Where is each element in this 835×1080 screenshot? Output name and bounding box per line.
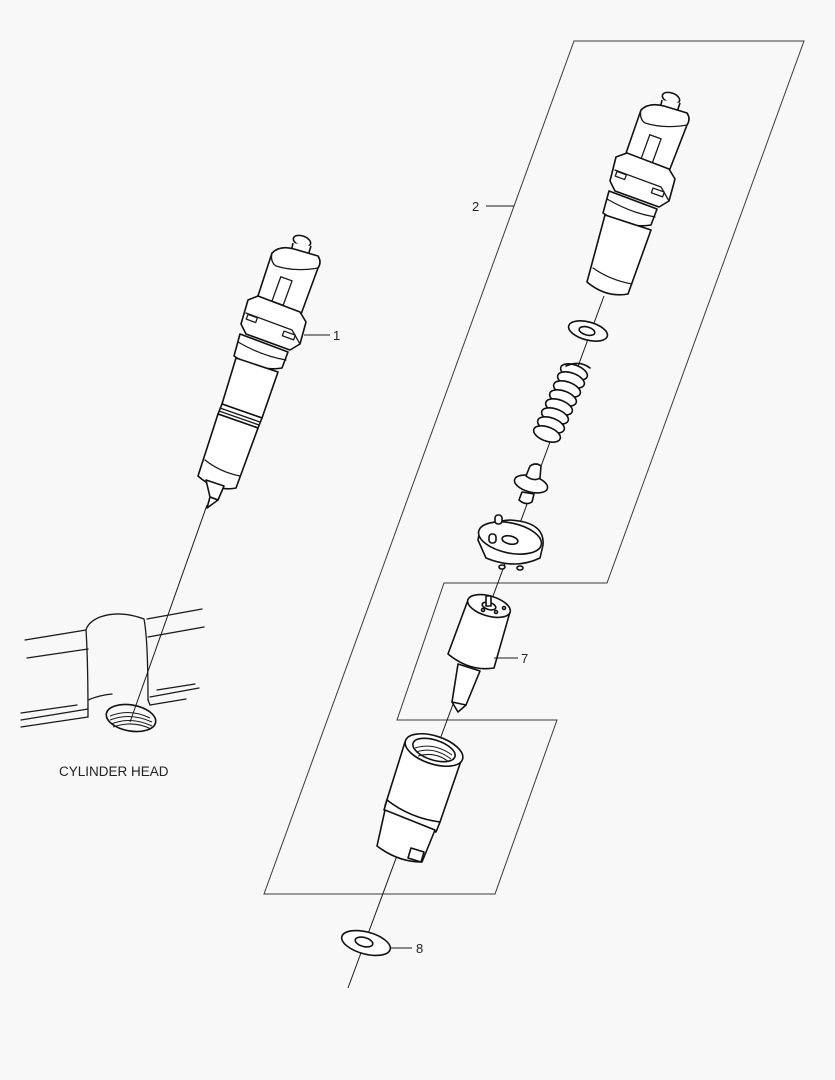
injector-holder-body (586, 91, 690, 296)
cylinder-head-drawing (20, 504, 208, 733)
callout-label-8: 8 (416, 941, 423, 956)
nozzle-retaining-nut (376, 732, 464, 863)
sealing-washer (340, 929, 392, 957)
callout-label-7: 7 (521, 651, 528, 666)
injector-assembly-installed (197, 234, 321, 509)
pressure-spring (532, 362, 591, 443)
shim-washer (567, 320, 609, 342)
callout-label-1: 1 (333, 328, 340, 343)
spring-seat-pin (513, 463, 549, 505)
callout-label-2: 2 (472, 199, 479, 214)
nozzle (447, 593, 512, 713)
cylinder-head-caption: CYLINDER HEAD (59, 764, 169, 779)
kit-boundary-frame (263, 40, 805, 895)
intermediate-plate (477, 514, 544, 571)
